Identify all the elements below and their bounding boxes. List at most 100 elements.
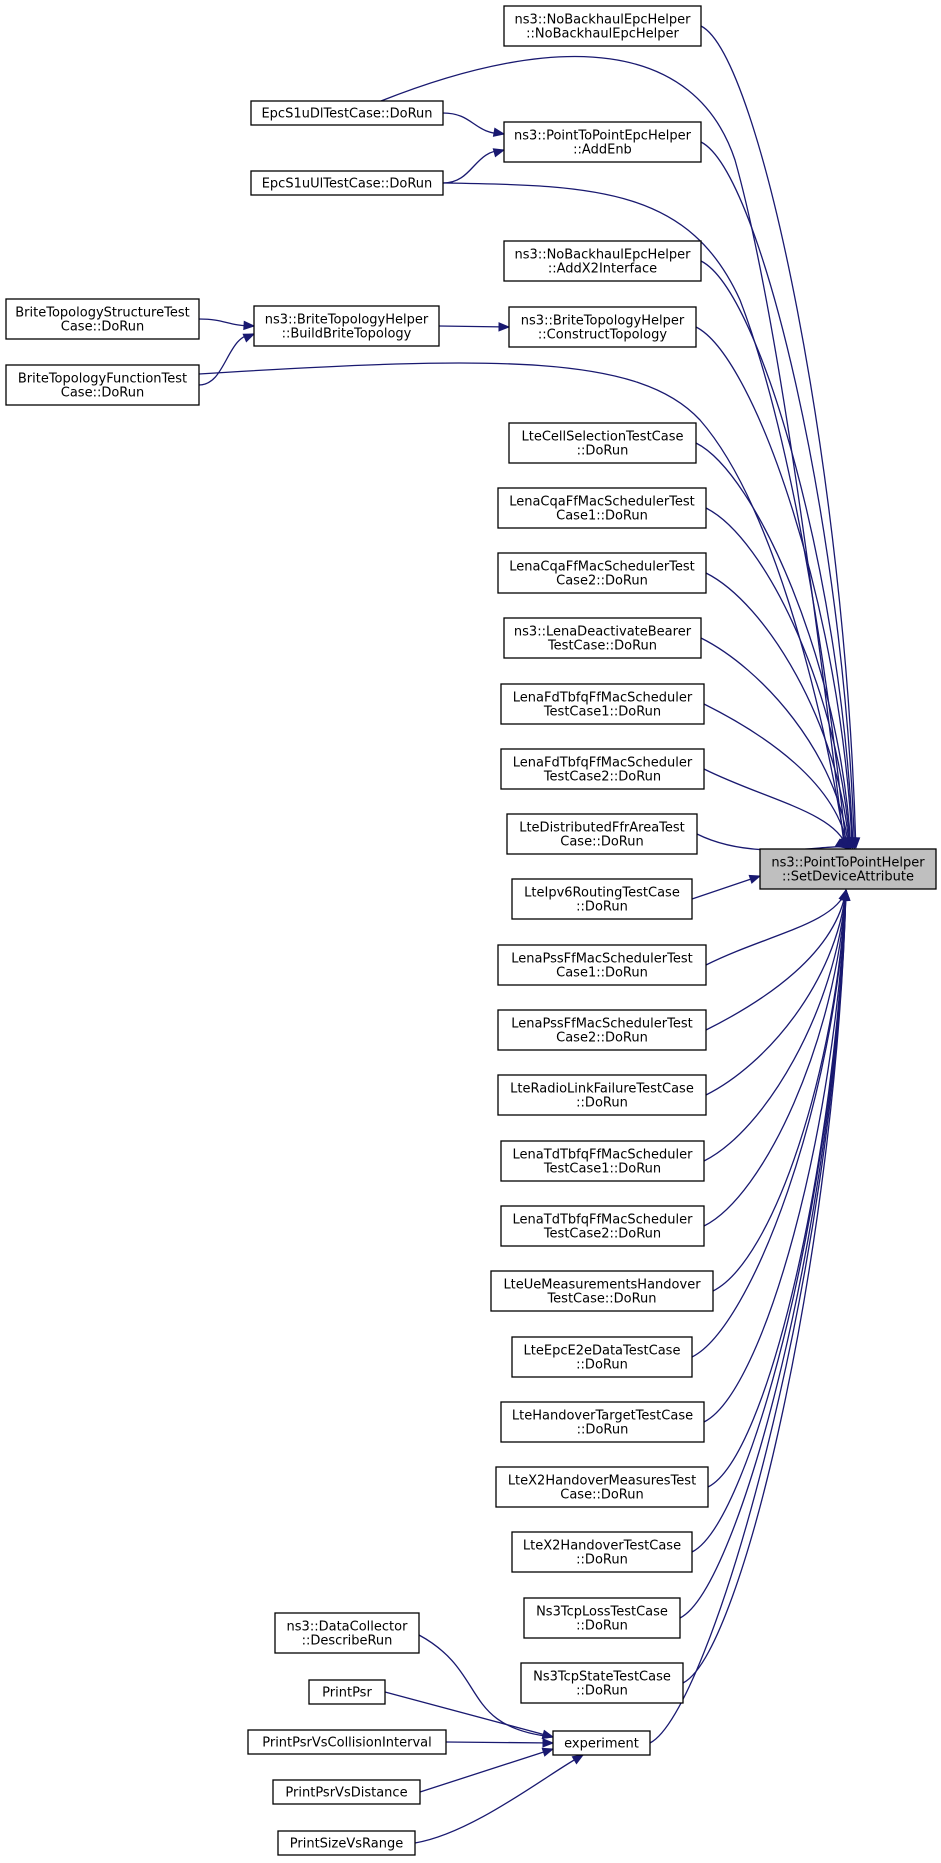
node-experiment[interactable]: experiment <box>552 1730 651 1756</box>
edge-handoverTarget-to-target <box>703 888 851 1423</box>
node-tcpState[interactable]: Ns3TcpStateTestCase::DoRun <box>520 1662 684 1704</box>
edge-printPsrCollision-to-experiment <box>445 1738 555 1748</box>
node-tcpLoss[interactable]: Ns3TcpLossTestCase::DoRun <box>523 1597 681 1639</box>
node-buildBrite[interactable]: ns3::BriteTopologyHelper::BuildBriteTopo… <box>253 305 440 347</box>
node-label: Case::DoRun <box>61 386 144 401</box>
node-label: TestCase2::DoRun <box>543 770 661 785</box>
node-label: PrintPsrVsDistance <box>285 1786 407 1801</box>
node-dataCollector[interactable]: ns3::DataCollector::DescribeRun <box>274 1612 420 1654</box>
node-ipv6Routing[interactable]: LteIpv6RoutingTestCase::DoRun <box>511 878 693 920</box>
node-radioLinkFailure[interactable]: LteRadioLinkFailureTestCase::DoRun <box>497 1074 707 1116</box>
edge-buildBrite-to-constructTopology <box>438 322 511 332</box>
node-label: ns3::BriteTopologyHelper <box>521 314 685 329</box>
edge-line <box>700 637 850 849</box>
node-box <box>503 617 702 659</box>
arrow-head-icon <box>498 322 511 332</box>
edge-line <box>705 889 847 1031</box>
node-printPsrCollision[interactable]: PrintPsrVsCollisionInterval <box>247 1729 447 1755</box>
edge-printSizeRange-to-experiment <box>414 1754 585 1844</box>
edge-line <box>418 1634 554 1738</box>
node-label: TestCase::DoRun <box>546 1292 656 1307</box>
node-cellSelection[interactable]: LteCellSelectionTestCase::DoRun <box>508 422 697 464</box>
node-epcE2eData[interactable]: LteEpcE2eDataTestCase::DoRun <box>511 1336 693 1378</box>
node-label: Case::DoRun <box>61 320 144 335</box>
node-label: ::DoRun <box>576 1684 628 1699</box>
node-epcS1uUl[interactable]: EpcS1uUlTestCase::DoRun <box>250 170 444 196</box>
node-label: TestCase1::DoRun <box>543 705 661 720</box>
node-label: LenaTdTbfqFfMacScheduler <box>513 1213 694 1228</box>
node-box <box>250 170 444 196</box>
node-label: LteDistributedFfrAreaTest <box>519 821 685 836</box>
node-addX2[interactable]: ns3::NoBackhaulEpcHelper::AddX2Interface <box>503 240 702 282</box>
node-label: LenaFdTbfqFfMacScheduler <box>513 691 693 706</box>
node-epcS1uDl[interactable]: EpcS1uDlTestCase::DoRun <box>250 100 444 126</box>
edge-fdTbfq2-to-target <box>703 768 849 850</box>
node-x2Handover[interactable]: LteX2HandoverTestCase::DoRun <box>511 1531 693 1573</box>
node-box <box>520 1662 684 1704</box>
node-label: LteEpcE2eDataTestCase <box>524 1344 681 1359</box>
edge-line <box>198 362 846 845</box>
node-label: ::DoRun <box>576 900 628 915</box>
arrow-head-icon <box>541 1729 555 1739</box>
edge-radioLinkFailure-to-target <box>705 888 850 1096</box>
arrow-head-icon <box>541 1747 555 1757</box>
node-box <box>497 944 707 986</box>
node-box <box>495 1466 709 1508</box>
edge-line <box>384 1691 554 1738</box>
node-label: ::AddX2Interface <box>548 262 657 277</box>
node-printSizeRange[interactable]: PrintSizeVsRange <box>277 1830 416 1856</box>
node-box <box>500 1140 705 1182</box>
node-label: PrintPsr <box>322 1686 372 1701</box>
node-label: ::DoRun <box>576 1358 628 1373</box>
node-box <box>253 305 440 347</box>
node-label: LenaTdTbfqFfMacScheduler <box>513 1148 694 1163</box>
edge-briteFunction-to-buildBrite <box>198 333 256 386</box>
node-box <box>500 1401 705 1443</box>
node-box <box>490 1270 714 1312</box>
node-box <box>508 306 697 348</box>
node-label: ::DoRun <box>576 1619 628 1634</box>
node-printPsrDistance[interactable]: PrintPsrVsDistance <box>272 1779 421 1805</box>
node-box <box>250 100 444 126</box>
node-box <box>308 1679 386 1705</box>
node-box <box>511 1336 693 1378</box>
node-box <box>497 552 707 594</box>
edges-layer <box>198 25 861 1844</box>
node-label: LenaCqaFfMacSchedulerTest <box>509 495 695 510</box>
node-label: EpcS1uUlTestCase::DoRun <box>262 177 433 192</box>
edge-printPsrDistance-to-experiment <box>419 1747 555 1793</box>
target-node[interactable]: ns3::PointToPointHelper::SetDeviceAttrib… <box>759 848 937 890</box>
node-handoverTarget[interactable]: LteHandoverTargetTestCase::DoRun <box>500 1401 705 1443</box>
edge-line <box>679 889 847 1619</box>
edge-line <box>705 507 851 849</box>
edge-line <box>703 889 847 1227</box>
node-box <box>523 1597 681 1639</box>
node-noBackhaulCtor[interactable]: ns3::NoBackhaulEpcHelper::NoBackhaulEpcH… <box>503 5 702 47</box>
node-label: LteX2HandoverTestCase <box>523 1539 681 1554</box>
edge-line <box>700 25 857 849</box>
node-label: ::DoRun <box>576 1553 628 1568</box>
edge-line <box>703 703 849 849</box>
node-label: PrintPsrVsCollisionInterval <box>262 1736 432 1751</box>
node-label: LteRadioLinkFailureTestCase <box>510 1082 694 1097</box>
edge-epcS1uDl-to-addEnb <box>442 112 506 137</box>
node-addEnb[interactable]: ns3::PointToPointEpcHelper::AddEnb <box>503 121 702 163</box>
node-constructTopology[interactable]: ns3::BriteTopologyHelper::ConstructTopol… <box>508 306 697 348</box>
node-printPsr[interactable]: PrintPsr <box>308 1679 386 1705</box>
edge-epcS1uUl-to-addEnb <box>442 148 506 184</box>
edge-ipv6Routing-to-target <box>691 874 762 900</box>
